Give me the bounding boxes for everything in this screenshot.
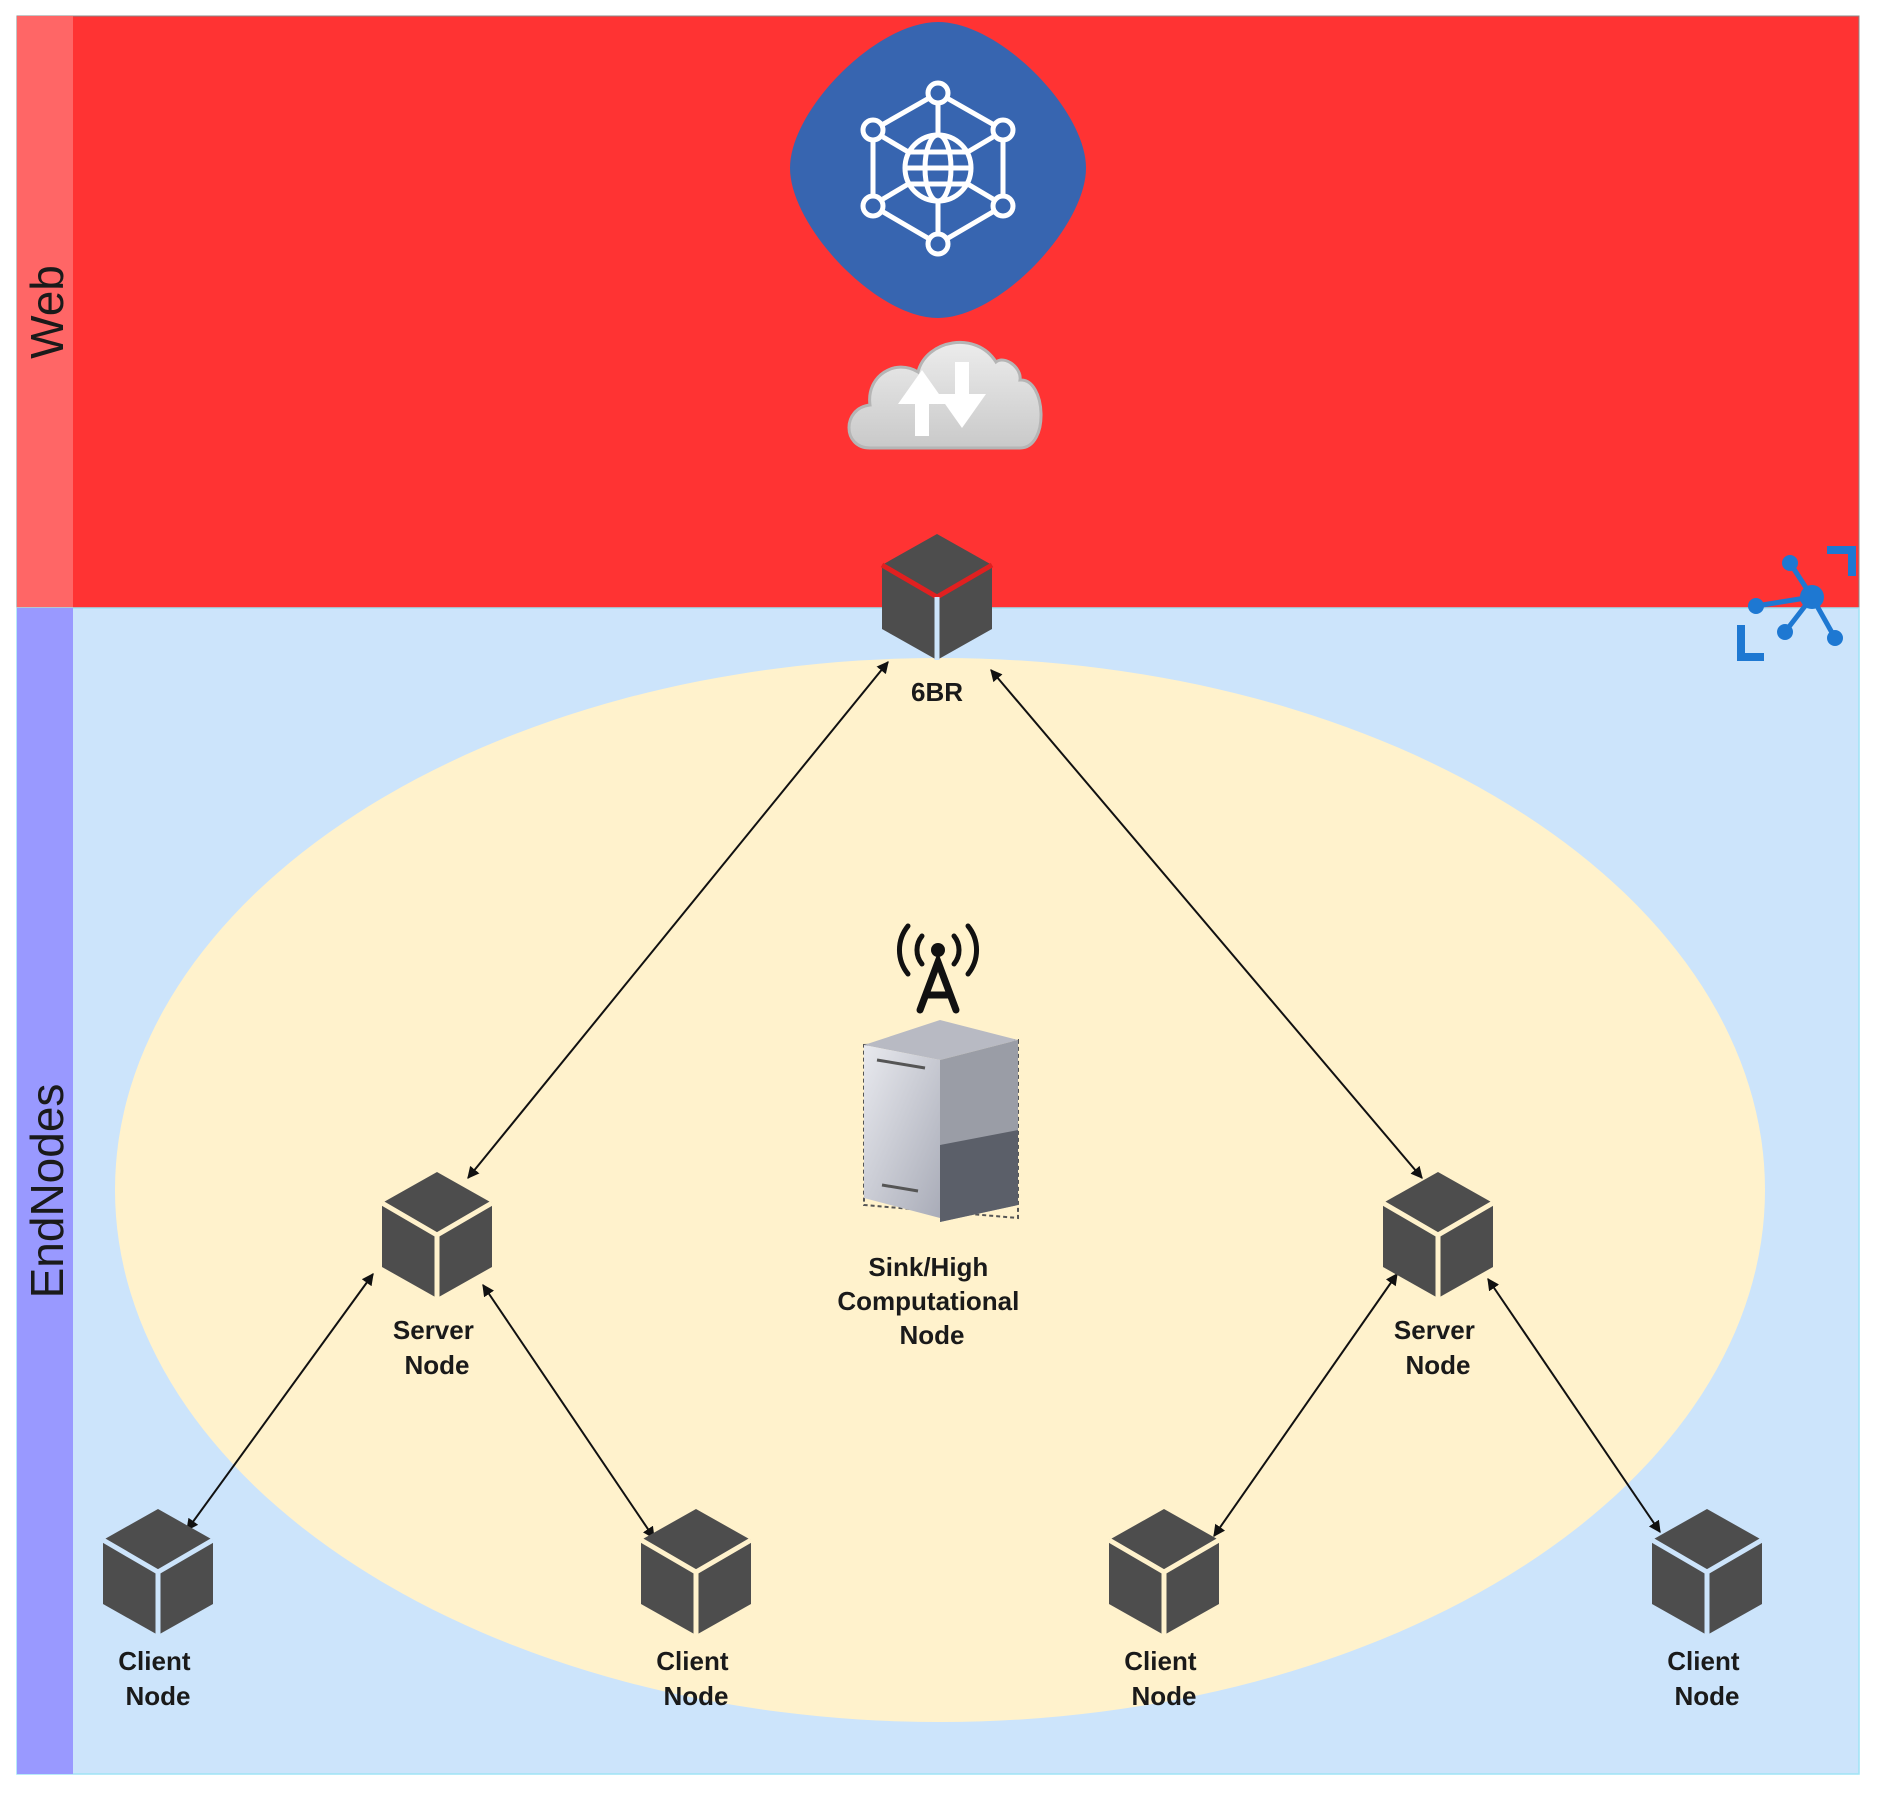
client-node-3-label: Client Node bbox=[1124, 1646, 1203, 1711]
connection-server-left-to-client-2 bbox=[482, 1284, 655, 1539]
client-node-1-label: Client Node bbox=[118, 1646, 197, 1711]
server-node-left-cube-icon[interactable] bbox=[380, 1172, 494, 1298]
sink-node-label: Sink/High Computational Node bbox=[837, 1252, 1026, 1350]
connections bbox=[186, 661, 1661, 1539]
client-node-3-cube-icon[interactable] bbox=[1107, 1509, 1221, 1635]
server-node-left-label: Server Node bbox=[393, 1315, 481, 1380]
client-node-2-cube-icon[interactable] bbox=[639, 1509, 753, 1635]
client-node-4-cube-icon[interactable] bbox=[1650, 1509, 1764, 1635]
border-router-label: 6BR bbox=[911, 677, 963, 707]
wireless-antenna-icon bbox=[897, 923, 979, 1014]
server-tower-icon bbox=[863, 1020, 1019, 1222]
connection-server-right-to-client-3 bbox=[1213, 1273, 1398, 1537]
client-node-4-label: Client Node bbox=[1667, 1646, 1746, 1711]
web-lane-label: Web bbox=[21, 265, 73, 359]
client-node-1-cube-icon[interactable] bbox=[101, 1509, 215, 1635]
border-router-cube-icon[interactable] bbox=[880, 534, 994, 660]
server-node-right-label: Server Node bbox=[1394, 1315, 1482, 1380]
server-node-right-cube-icon[interactable] bbox=[1381, 1172, 1495, 1298]
globe-network-icon bbox=[790, 22, 1086, 318]
connection-border-router-to-server-right bbox=[990, 669, 1423, 1179]
connection-border-router-to-server-left bbox=[467, 661, 889, 1179]
connection-server-left-to-client-1 bbox=[186, 1273, 374, 1531]
web-lane-header bbox=[17, 16, 73, 608]
endnodes-lane-header bbox=[17, 608, 73, 1774]
network-hub-icon[interactable] bbox=[1737, 546, 1856, 661]
connection-server-right-to-client-4 bbox=[1487, 1278, 1661, 1533]
client-node-2-label: Client Node bbox=[656, 1646, 735, 1711]
endnodes-lane-label: EndNodes bbox=[21, 1084, 73, 1299]
cloud-upload-download-icon bbox=[847, 340, 1043, 450]
